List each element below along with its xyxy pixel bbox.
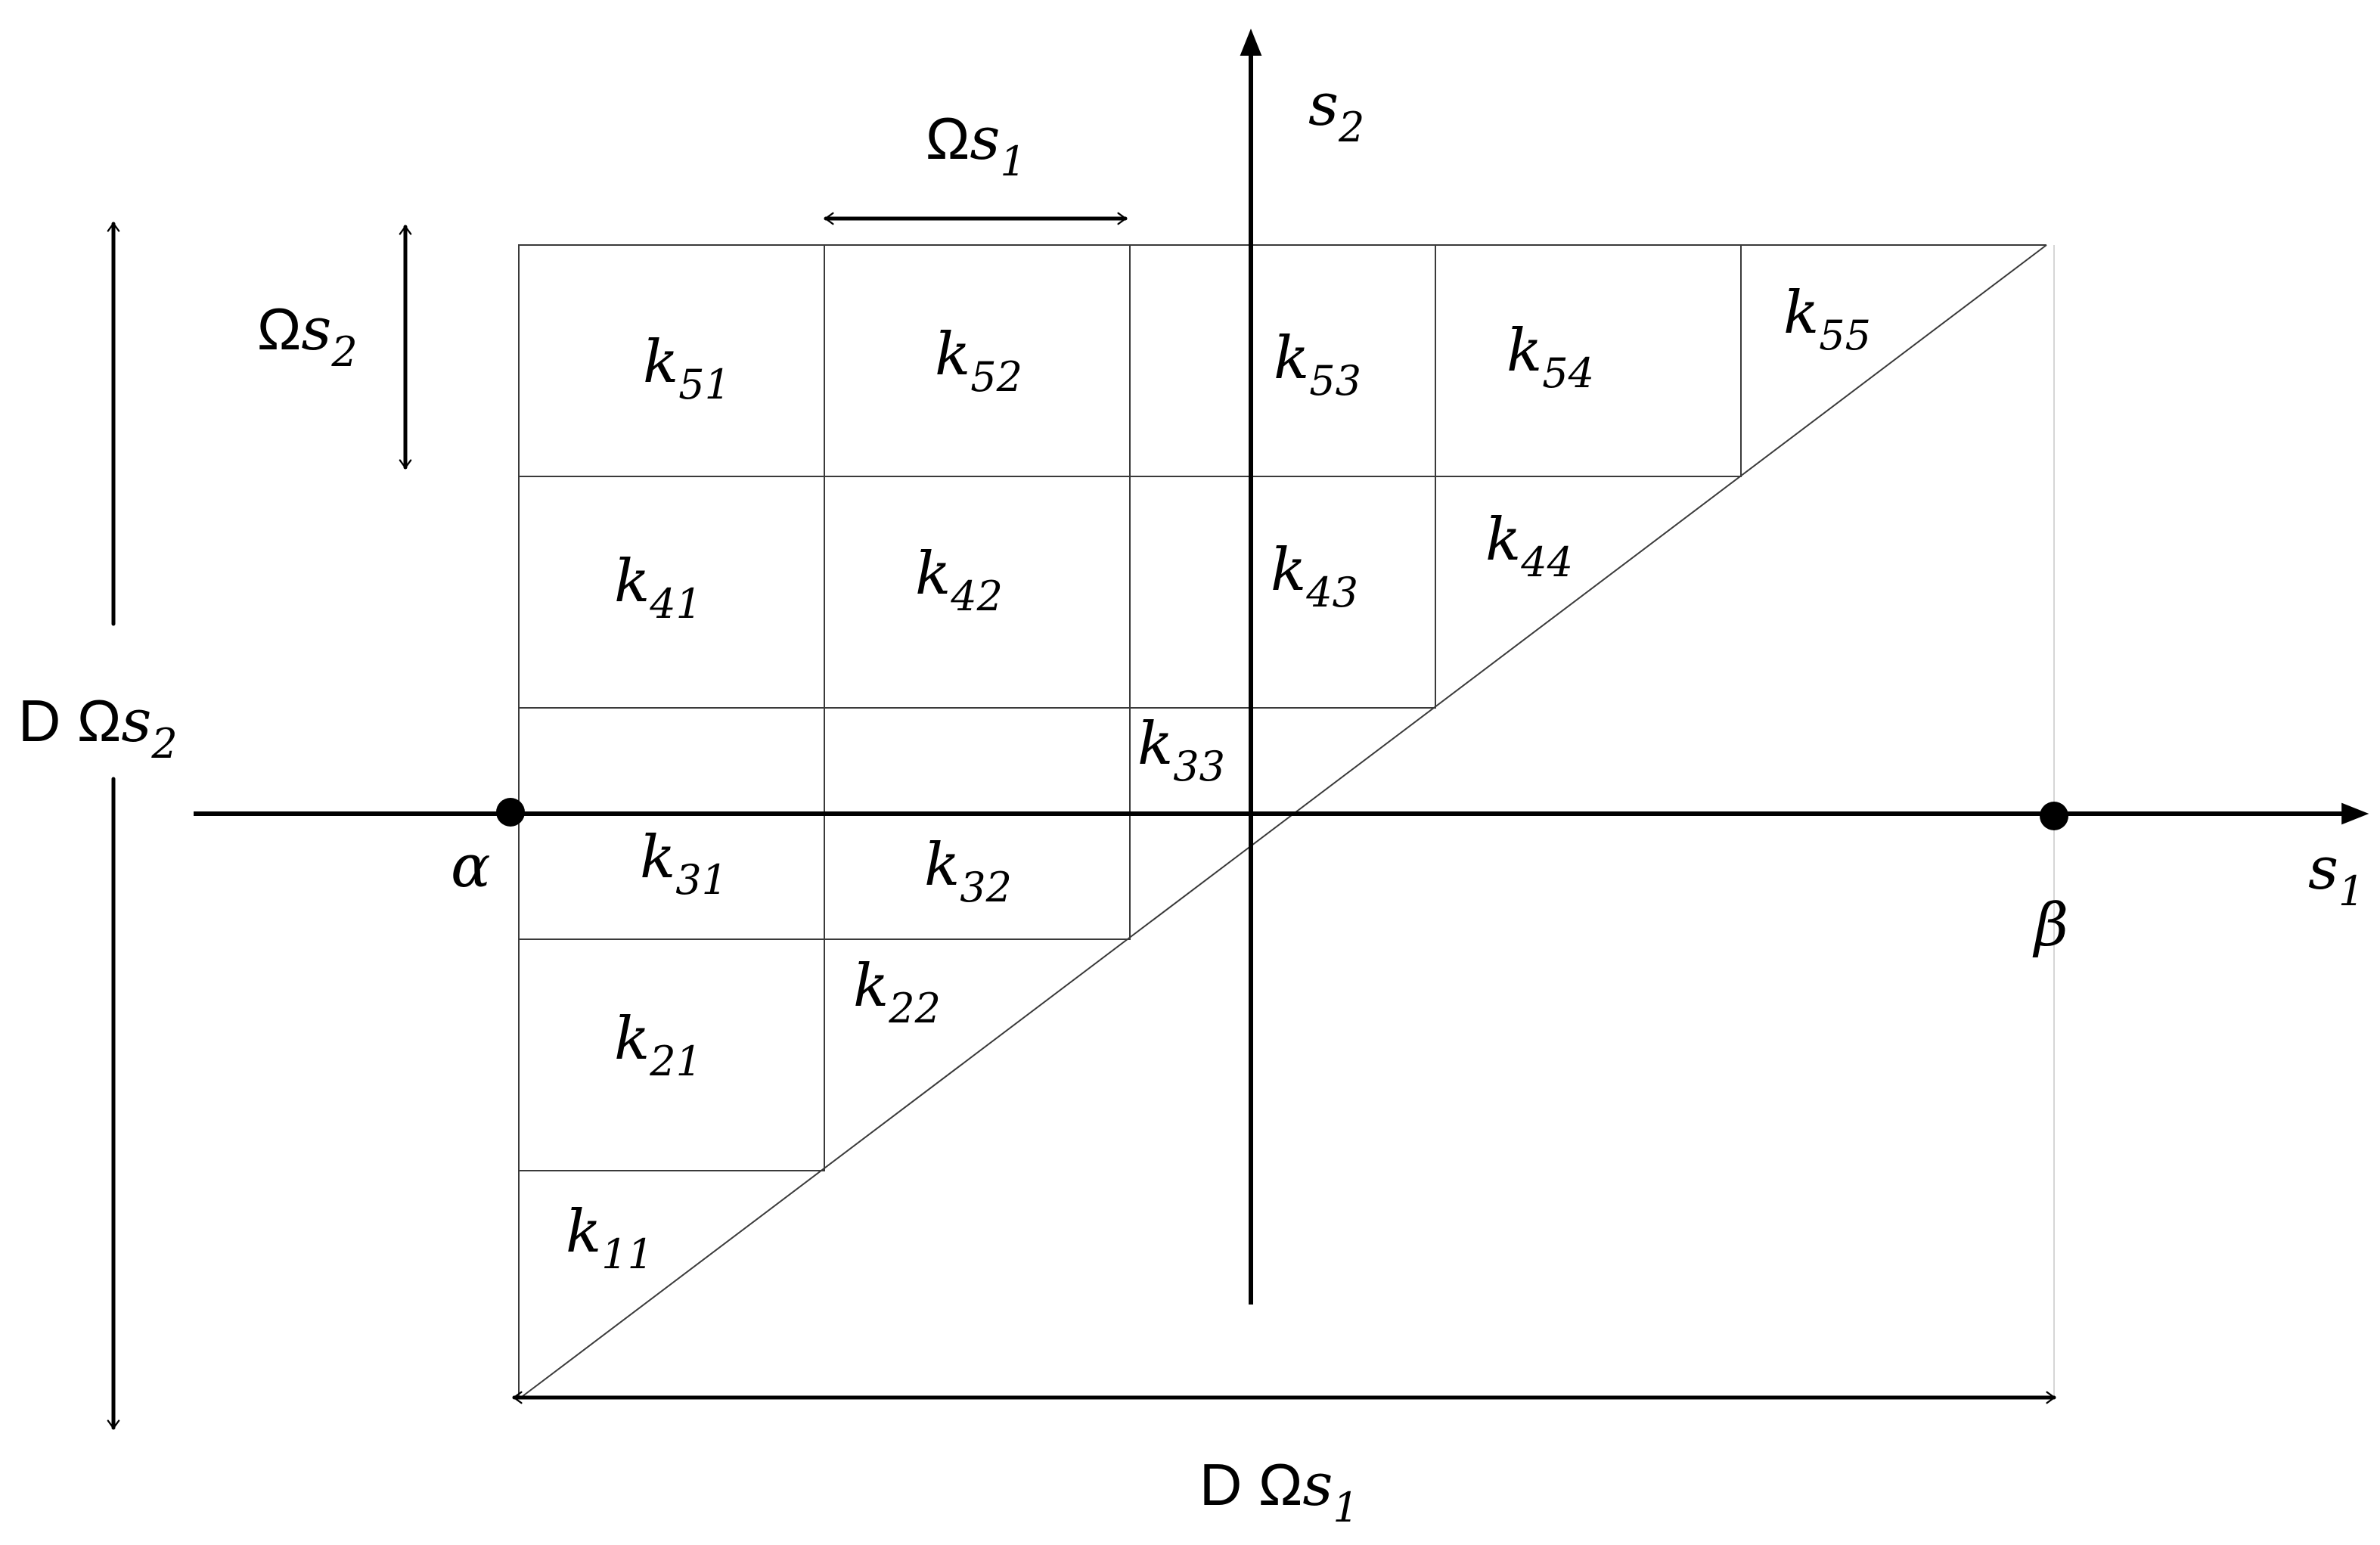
diagonal-line: [518, 244, 2047, 1400]
beta-point: [2040, 802, 2068, 830]
s1-axis-label: s1: [2308, 835, 2364, 915]
label-k22: k22: [853, 952, 941, 1032]
label-k54: k54: [1507, 317, 1594, 397]
label-k21: k21: [614, 1005, 702, 1085]
d-omega-s2-label: D Ωs2: [18, 687, 178, 768]
label-k53: k53: [1274, 324, 1361, 405]
label-k11: k11: [566, 1198, 653, 1278]
s2-axis-label: s2: [1308, 71, 1364, 151]
label-k44: k44: [1485, 506, 1573, 586]
alpha-point: [496, 798, 525, 827]
cell-k21: [518, 938, 825, 1171]
cell-k32: [824, 707, 1131, 940]
alpha-label: α: [451, 833, 491, 901]
grid-cells: [518, 244, 2055, 1400]
dimension-arrows: [107, 212, 2056, 1430]
label-k41: k41: [614, 548, 702, 628]
beta-label: β: [2032, 892, 2068, 960]
label-k33: k33: [1137, 710, 1225, 790]
cell-k54: [1435, 244, 1742, 477]
label-k32: k32: [924, 831, 1012, 911]
omega-s1-label: Ωs1: [926, 105, 1026, 185]
cell-labels: k51 k52 k53 k54 k55 k41 k42 k43 k44 k31 …: [566, 279, 1871, 1278]
label-k31: k31: [640, 824, 728, 904]
omega-s2-label: Ωs2: [257, 296, 358, 376]
d-omega-s1-label: D Ωs1: [1199, 1451, 1359, 1531]
label-k51: k51: [643, 328, 731, 408]
axes: [194, 28, 2369, 1305]
label-k55: k55: [1783, 279, 1871, 359]
label-k52: k52: [935, 321, 1022, 401]
label-k43: k43: [1271, 536, 1358, 616]
label-k42: k42: [915, 540, 1003, 620]
